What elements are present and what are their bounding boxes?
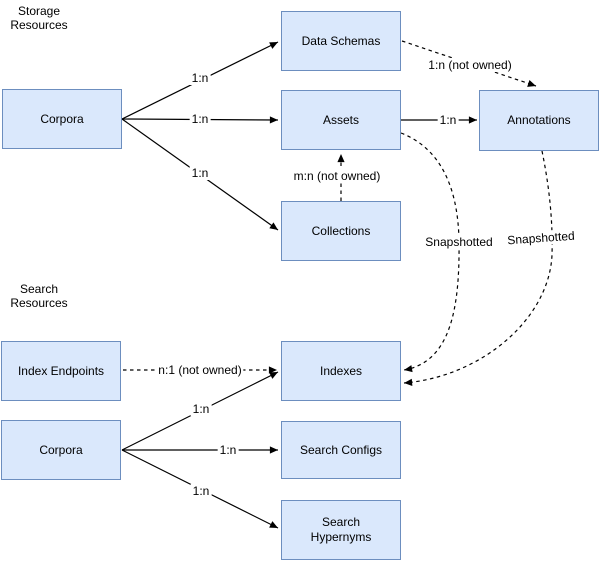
- node-assets: Assets: [281, 90, 401, 150]
- section-label-search-resources: Search Resources: [10, 282, 68, 310]
- node-annotations-label: Annotations: [507, 113, 571, 127]
- node-search-configs: Search Configs: [281, 421, 401, 479]
- edge-label-corpora-to-assets: 1:n: [189, 112, 211, 126]
- edge-label-collections-to-assets: m:n (not owned): [291, 169, 383, 183]
- edge-annotations-to-indexes: [403, 150, 553, 386]
- node-data-schemas: Data Schemas: [281, 11, 401, 71]
- node-assets-label: Assets: [322, 112, 359, 127]
- node-collections-label: Collections: [311, 223, 371, 238]
- section-label-storage-resources: Storage Resources: [10, 4, 68, 32]
- edge-assets-to-indexes: [400, 132, 460, 373]
- edge-label-corpora-to-data-schemas: 1:n: [189, 71, 211, 85]
- edge-label-assets-to-indexes-snapshotted: Snapshotted: [423, 235, 495, 249]
- node-index-endpoints: Index Endpoints: [1, 341, 121, 401]
- node-search-hypernyms: Search Hypernyms: [281, 500, 401, 560]
- edge-label-assets-to-annotations: 1:n: [437, 113, 459, 127]
- edge-label-corpora-to-collections: 1:n: [189, 166, 211, 180]
- node-index-endpoints-label: Index Endpoints: [17, 363, 105, 378]
- node-corpora-storage: Corpora: [2, 89, 122, 149]
- node-corpora-search-label: Corpora: [39, 442, 83, 457]
- node-data-schemas-label: Data Schemas: [301, 33, 381, 48]
- node-indexes: Indexes: [281, 341, 401, 401]
- node-collections: Collections: [281, 201, 401, 261]
- edge-label-data-schemas-to-annotations: 1:n (not owned): [426, 58, 514, 72]
- edge-label-corpora-search-to-search-configs: 1:n: [217, 443, 239, 457]
- node-indexes-label: Indexes: [319, 363, 363, 378]
- edge-label-corpora-search-to-indexes: 1:n: [190, 402, 212, 416]
- node-search-hypernyms-label: Search Hypernyms: [310, 515, 372, 544]
- node-corpora-search: Corpora: [1, 420, 121, 480]
- node-annotations: Annotations: [479, 90, 599, 151]
- edge-label-index-endpoints-to-indexes: n:1 (not owned): [156, 363, 244, 377]
- edge-label-corpora-search-to-search-hypernyms: 1:n: [190, 484, 212, 498]
- node-corpora-storage-label: Corpora: [40, 111, 84, 126]
- node-search-configs-label: Search Configs: [299, 442, 383, 457]
